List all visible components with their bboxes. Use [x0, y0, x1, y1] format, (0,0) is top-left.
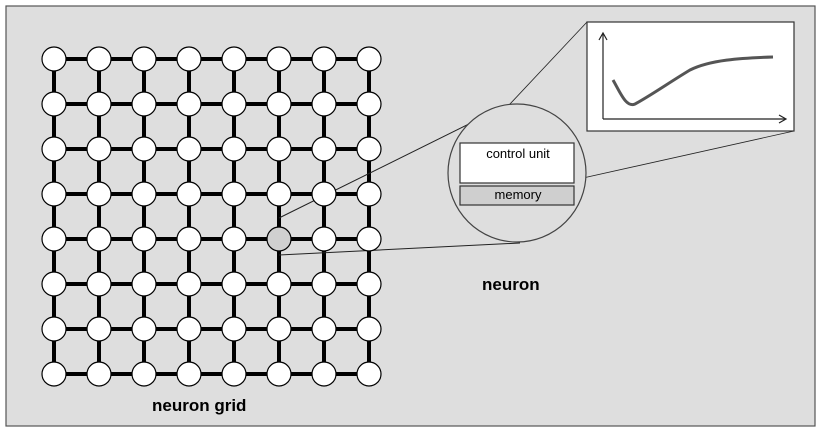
neuron-node — [266, 46, 292, 72]
neuron-node — [311, 226, 337, 252]
neuron-node — [266, 361, 292, 387]
neuron-node — [356, 46, 382, 72]
neuron-node — [311, 181, 337, 207]
neuron-node — [86, 316, 112, 342]
neuron-node — [356, 361, 382, 387]
neuron-node — [131, 316, 157, 342]
neuron-node — [356, 271, 382, 297]
neuron-node — [86, 136, 112, 162]
neuron-node — [176, 91, 202, 117]
neuron-node — [86, 181, 112, 207]
neuron-node — [176, 271, 202, 297]
neuron-node — [311, 361, 337, 387]
highlighted-neuron-node — [266, 226, 292, 252]
neuron-node — [311, 91, 337, 117]
control-unit-box — [459, 142, 575, 184]
neuron-node — [86, 271, 112, 297]
neuron-node — [131, 226, 157, 252]
neuron-node — [176, 361, 202, 387]
neuron-node — [176, 181, 202, 207]
neuron-node — [266, 91, 292, 117]
neuron-node — [311, 271, 337, 297]
neuron-node — [176, 46, 202, 72]
neuron-node — [86, 361, 112, 387]
neuron-node — [266, 316, 292, 342]
neuron-node — [221, 91, 247, 117]
neuron-node — [221, 226, 247, 252]
neuron-node — [86, 46, 112, 72]
neuron-node — [176, 136, 202, 162]
neuron-node — [131, 91, 157, 117]
graph-axes — [598, 31, 788, 124]
neuron-node — [41, 316, 67, 342]
zoom-lines — [278, 21, 795, 256]
grid-nodes — [41, 46, 382, 387]
neuron-node — [131, 46, 157, 72]
neuron-node — [131, 271, 157, 297]
neuron-node — [176, 226, 202, 252]
neuron-node — [266, 181, 292, 207]
neuron-node — [266, 136, 292, 162]
grid-label: neuron grid — [152, 396, 247, 415]
graph-inset — [586, 21, 795, 132]
neuron-node — [131, 181, 157, 207]
neuron-node — [356, 316, 382, 342]
neuron-node — [131, 361, 157, 387]
memory-label: memory — [494, 187, 542, 202]
neuron-node — [131, 136, 157, 162]
neuron-node — [221, 271, 247, 297]
neuron-node — [41, 91, 67, 117]
memory-box — [459, 185, 575, 206]
response-curve — [611, 55, 774, 107]
neuron-node — [356, 181, 382, 207]
control-unit-label: control unit — [486, 146, 550, 161]
neuron-node — [41, 46, 67, 72]
neuron-node — [86, 91, 112, 117]
neuron-node — [86, 226, 112, 252]
neuron-node — [356, 136, 382, 162]
neuron-node — [221, 361, 247, 387]
neuron-node — [41, 136, 67, 162]
neuron-node — [41, 361, 67, 387]
neuron-node — [41, 181, 67, 207]
neuron-node — [356, 226, 382, 252]
neuron-node — [221, 181, 247, 207]
neuron-node — [221, 46, 247, 72]
neuron-node — [311, 136, 337, 162]
neuron-node — [176, 316, 202, 342]
neuron-node — [221, 316, 247, 342]
neuron-node — [221, 136, 247, 162]
neuron-node — [41, 226, 67, 252]
neuron-node — [311, 46, 337, 72]
neuron-node — [41, 271, 67, 297]
neuron-label: neuron — [482, 275, 540, 294]
neuron-node — [266, 271, 292, 297]
neuron-node — [311, 316, 337, 342]
neuron-node — [356, 91, 382, 117]
